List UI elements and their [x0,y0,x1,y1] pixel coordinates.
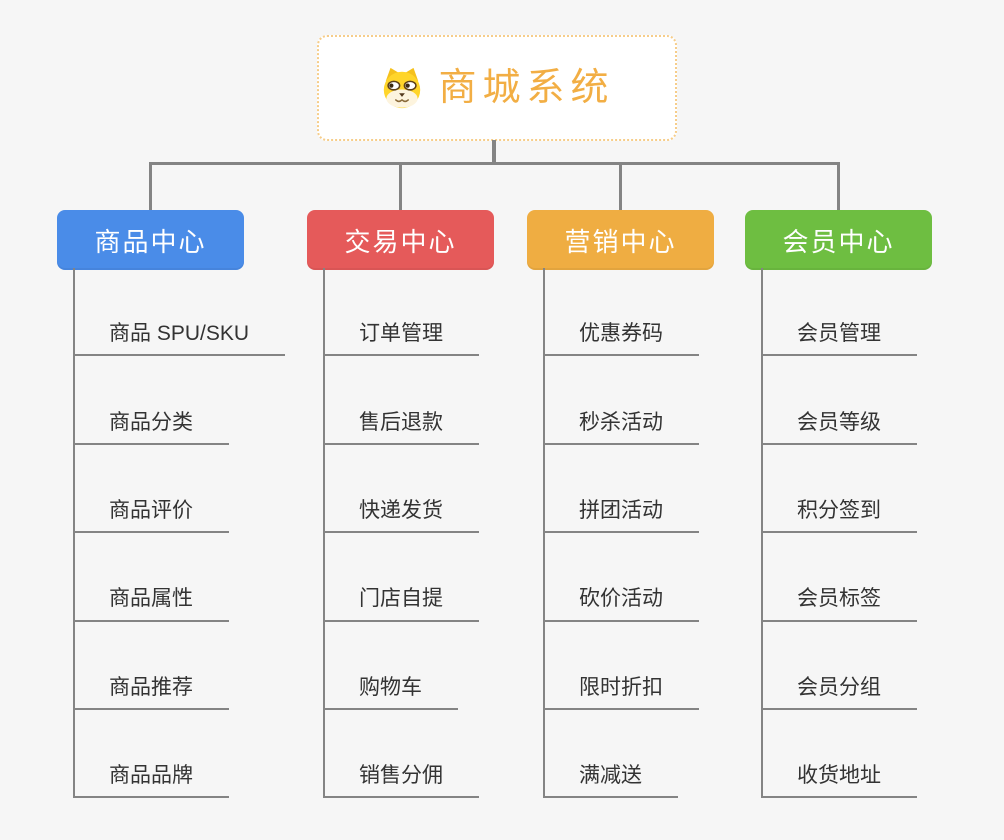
branch-children-member: 会员管理 会员等级 积分签到 会员标签 会员分组 收货地址 [761,268,917,799]
leaf-topic[interactable]: 门店自提 [325,533,479,622]
leaf-topic[interactable]: 商品 SPU/SKU [75,268,286,357]
leaf-topic[interactable]: 收货地址 [763,710,917,799]
leaf-topic[interactable]: 会员等级 [763,356,917,445]
branch-children-product: 商品 SPU/SKU 商品分类 商品评价 商品属性 商品推荐 商品品牌 [73,268,286,799]
dog-face-icon [379,65,425,111]
branch-drop-line [399,164,402,211]
branch-children-trade: 订单管理 售后退款 快递发货 门店自提 购物车 销售分佣 [323,268,479,799]
leaf-topic[interactable]: 订单管理 [325,268,479,357]
leaf-topic[interactable]: 商品推荐 [75,622,229,710]
branch-drop-line [619,164,622,211]
leaf-topic[interactable]: 秒杀活动 [545,356,699,445]
branch-children-marketing: 优惠券码 秒杀活动 拼团活动 砍价活动 限时折扣 满减送 [543,268,699,799]
leaf-topic[interactable]: 满减送 [545,710,678,799]
leaf-topic[interactable]: 会员标签 [763,533,917,622]
leaf-topic[interactable]: 会员管理 [763,268,917,357]
leaf-topic[interactable]: 砍价活动 [545,533,699,622]
leaf-topic[interactable]: 商品属性 [75,533,229,622]
leaf-topic[interactable]: 购物车 [325,622,458,710]
leaf-topic[interactable]: 商品评价 [75,445,229,534]
branch-horizontal-line [149,162,840,165]
branch-node-marketing-center[interactable]: 营销中心 [527,210,714,270]
branch-node-product-center[interactable]: 商品中心 [57,210,244,270]
branch-drop-line [149,164,152,211]
leaf-topic[interactable]: 积分签到 [763,445,917,534]
branch-node-member-center[interactable]: 会员中心 [745,210,932,270]
leaf-topic[interactable]: 售后退款 [325,356,479,445]
root-title: 商城系统 [438,67,615,109]
leaf-topic[interactable]: 商品分类 [75,356,229,445]
leaf-topic[interactable]: 商品品牌 [75,710,229,799]
branch-node-trade-center[interactable]: 交易中心 [307,210,494,270]
branch-drop-line [837,164,840,211]
leaf-topic[interactable]: 会员分组 [763,622,917,710]
root-connector-line [492,140,496,165]
root-node[interactable]: 商城系统 [317,35,677,141]
leaf-topic[interactable]: 销售分佣 [325,710,479,799]
leaf-topic[interactable]: 拼团活动 [545,445,699,534]
leaf-topic[interactable]: 限时折扣 [545,622,699,710]
leaf-topic[interactable]: 优惠券码 [545,268,699,357]
leaf-topic[interactable]: 快递发货 [325,445,479,534]
